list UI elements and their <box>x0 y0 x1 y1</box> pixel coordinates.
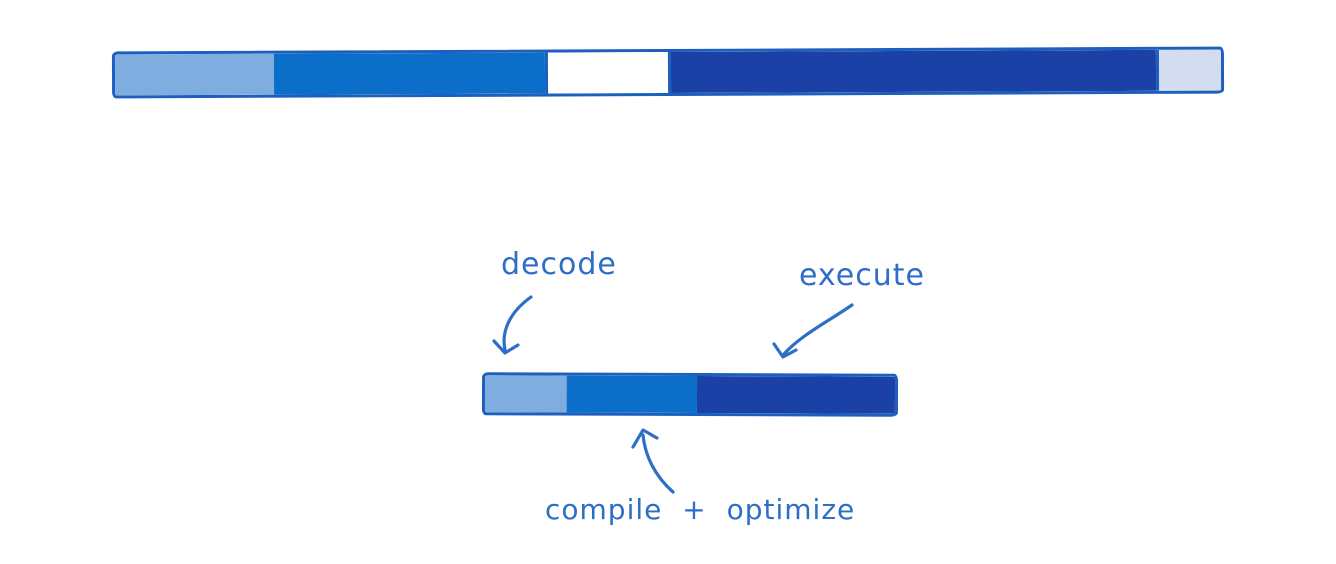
compile-optimize-label: compile + optimize <box>545 493 856 526</box>
segment-execute <box>671 49 1156 93</box>
decode-label: decode <box>501 247 617 282</box>
compile-optimize-arrow <box>631 428 675 494</box>
execute-label: execute <box>799 258 925 293</box>
segment-compile-optimize <box>274 52 546 95</box>
segment-compile-optimize <box>566 375 698 414</box>
decode-arrow <box>492 295 533 355</box>
segment-execute <box>697 376 896 414</box>
full-pipeline-bar <box>111 46 1225 99</box>
segment-idle <box>545 51 672 94</box>
execute-arrow <box>772 303 854 359</box>
segment-decode <box>114 53 275 96</box>
segment-trailing <box>1155 49 1222 91</box>
segment-decode <box>484 375 568 413</box>
zoomed-pipeline-bar <box>481 372 899 417</box>
